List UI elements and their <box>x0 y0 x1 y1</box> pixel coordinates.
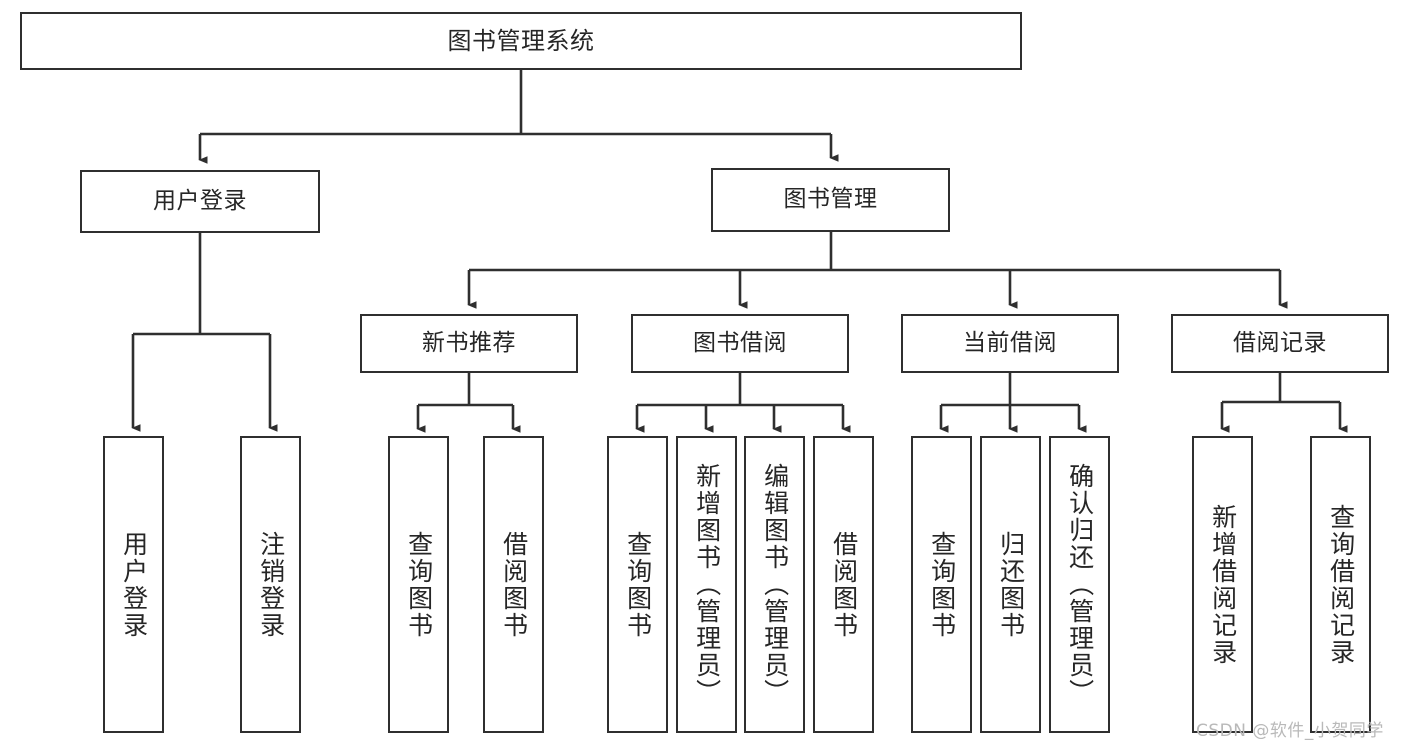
node-label: 用户登录 <box>119 530 149 639</box>
node-new-book-recommend[interactable]: 新书推荐 <box>360 314 578 373</box>
csdn-watermark: CSDN @软件_小贺同学 <box>1196 721 1384 741</box>
node-book-management[interactable]: 图书管理 <box>711 168 950 232</box>
node-label: 借阅图书 <box>499 530 529 639</box>
leaf-add-book-admin[interactable]: 新增图书（管理员） <box>676 436 737 733</box>
leaf-add-borrow-record[interactable]: 新增借阅记录 <box>1192 436 1253 733</box>
leaf-confirm-return-admin[interactable]: 确认归还（管理员） <box>1049 436 1110 733</box>
node-label: 图书借阅 <box>693 329 787 356</box>
node-label: 借阅图书 <box>829 530 859 639</box>
node-label: 归还图书 <box>996 530 1026 639</box>
node-label: 图书管理 <box>783 186 878 213</box>
leaf-edit-book-admin[interactable]: 编辑图书（管理员） <box>744 436 805 733</box>
node-label: 当前借阅 <box>963 329 1057 356</box>
node-label: 查询图书 <box>404 530 434 639</box>
node-current-borrow[interactable]: 当前借阅 <box>901 314 1119 373</box>
leaf-return-book[interactable]: 归还图书 <box>980 436 1041 733</box>
node-borrow-record[interactable]: 借阅记录 <box>1171 314 1389 373</box>
leaf-borrow-book[interactable]: 借阅图书 <box>813 436 874 733</box>
node-label: 注销登录 <box>256 530 286 639</box>
leaf-user-logout[interactable]: 注销登录 <box>240 436 301 733</box>
leaf-user-login[interactable]: 用户登录 <box>103 436 164 733</box>
node-label: 编辑图书（管理员） <box>760 463 790 706</box>
leaf-query-book-recommend[interactable]: 查询图书 <box>388 436 449 733</box>
node-book-borrow[interactable]: 图书借阅 <box>631 314 849 373</box>
node-label: 新增图书（管理员） <box>692 463 722 706</box>
node-label: 新增借阅记录 <box>1208 503 1238 666</box>
node-user-login[interactable]: 用户登录 <box>80 170 320 233</box>
leaf-borrow-book-recommend[interactable]: 借阅图书 <box>483 436 544 733</box>
node-label: 查询图书 <box>927 530 957 639</box>
node-label: 图书管理系统 <box>447 26 595 55</box>
node-label: 用户登录 <box>153 187 247 214</box>
node-label: 确认归还（管理员） <box>1065 463 1095 706</box>
node-label: 查询借阅记录 <box>1326 503 1356 666</box>
node-label: 借阅记录 <box>1233 329 1327 356</box>
leaf-query-book-current[interactable]: 查询图书 <box>911 436 972 733</box>
node-root-system[interactable]: 图书管理系统 <box>20 12 1022 70</box>
node-label: 查询图书 <box>623 530 653 639</box>
node-label: 新书推荐 <box>422 329 516 356</box>
leaf-query-borrow-record[interactable]: 查询借阅记录 <box>1310 436 1371 733</box>
leaf-query-book-borrow[interactable]: 查询图书 <box>607 436 668 733</box>
